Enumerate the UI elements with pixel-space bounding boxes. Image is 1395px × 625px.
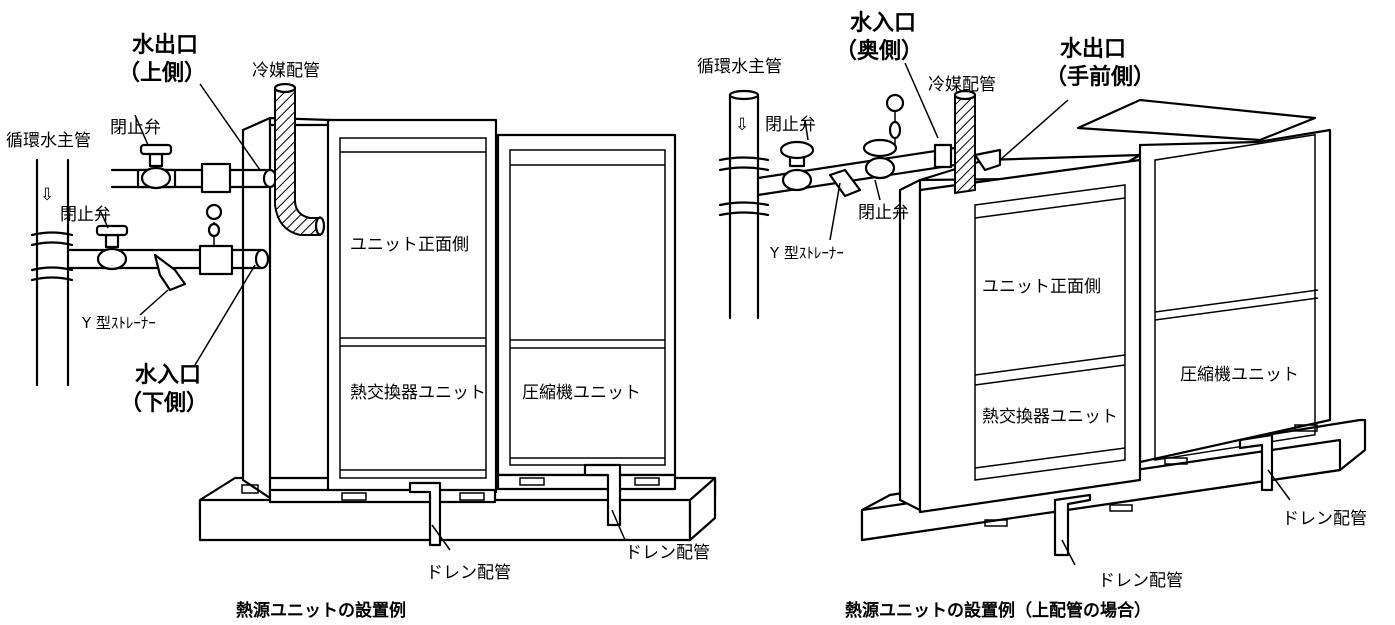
left-flow-arrow: ⇩ <box>40 185 54 205</box>
right-refrigerant-label: 冷媒配管 <box>928 75 996 95</box>
right-compressor-unit <box>1076 98 1332 465</box>
left-inlet-pipe <box>66 203 270 292</box>
right-water-outlet-label: 水出口 <box>1060 37 1126 62</box>
left-main-riser <box>30 158 74 387</box>
left-caption: 熱源ユニットの設置例 <box>236 600 406 621</box>
left-compressor-unit <box>496 133 677 491</box>
right-stop-valve-top-label: 閉止弁 <box>765 115 816 135</box>
left-strainer-label: Y 型ｽﾄﾚｰﾅｰ <box>81 314 156 332</box>
left-drain-label-1: ドレン配管 <box>426 563 511 583</box>
right-main-pipe-label: 循環水主管 <box>697 57 782 77</box>
right-header-piping <box>756 93 1002 198</box>
right-main-riser <box>718 89 770 320</box>
right-unit-front-label: ユニット正面側 <box>982 277 1101 297</box>
right-caption: 熱源ユニットの設置例（上配管の場合） <box>845 600 1151 621</box>
right-stop-valve-bottom-label: 閉止弁 <box>858 203 909 223</box>
right-drain-label-2: ドレン配管 <box>1282 509 1367 529</box>
right-drain-pipes <box>1053 433 1274 557</box>
left-water-inlet-label: 水入口 <box>135 363 201 388</box>
left-heat-exchanger-unit <box>241 116 498 504</box>
left-unit-front-label: ユニット正面側 <box>350 235 469 255</box>
right-refrigerant-pipe <box>953 89 977 195</box>
left-drain-label-2: ドレン配管 <box>625 543 710 563</box>
left-compressor-label: 圧縮機ユニット <box>522 383 641 403</box>
left-main-pipe-label: 循環水主管 <box>6 131 91 151</box>
right-heat-exchanger-unit <box>898 153 1142 527</box>
right-compressor-label: 圧縮機ユニット <box>1180 365 1299 385</box>
right-strainer-label: Y 型ｽﾄﾚｰﾅｰ <box>769 244 844 262</box>
right-drain-label-1: ドレン配管 <box>1098 571 1183 591</box>
left-water-outlet-label: 水出口 <box>132 33 198 58</box>
left-refrigerant-pipe <box>273 82 326 236</box>
left-water-inlet-side: （下側） <box>120 391 208 416</box>
right-water-inlet-label: 水入口 <box>850 11 916 36</box>
left-stop-valve-top-label: 閉止弁 <box>110 118 161 138</box>
right-leader-lines <box>804 62 1291 566</box>
right-water-outlet-side: （手前側） <box>1045 64 1155 90</box>
right-water-inlet-side: （奥側） <box>835 38 923 64</box>
right-flow-arrow: ⇩ <box>735 115 749 135</box>
left-refrigerant-label: 冷媒配管 <box>252 61 320 81</box>
left-leader-lines <box>99 83 626 551</box>
left-heat-exchanger-label: 熱交換器ユニット <box>350 383 486 403</box>
left-stop-valve-bottom-label: 閉止弁 <box>60 205 111 225</box>
left-outlet-pipe <box>110 143 278 194</box>
right-diagram: 水入口 （奥側） 水出口 （手前側） 循環水主管 冷媒配管 ⇩ 閉止弁 閉止弁 … <box>697 11 1367 621</box>
left-diagram: 水出口 （上側） 冷媒配管 循環水主管 閉止弁 ⇩ 閉止弁 Y 型ｽﾄﾚｰﾅｰ … <box>6 33 717 621</box>
left-drain-pipes <box>408 463 622 547</box>
right-heat-exchanger-label: 熱交換器ユニット <box>982 407 1118 427</box>
left-water-outlet-side: （上側） <box>118 61 206 86</box>
